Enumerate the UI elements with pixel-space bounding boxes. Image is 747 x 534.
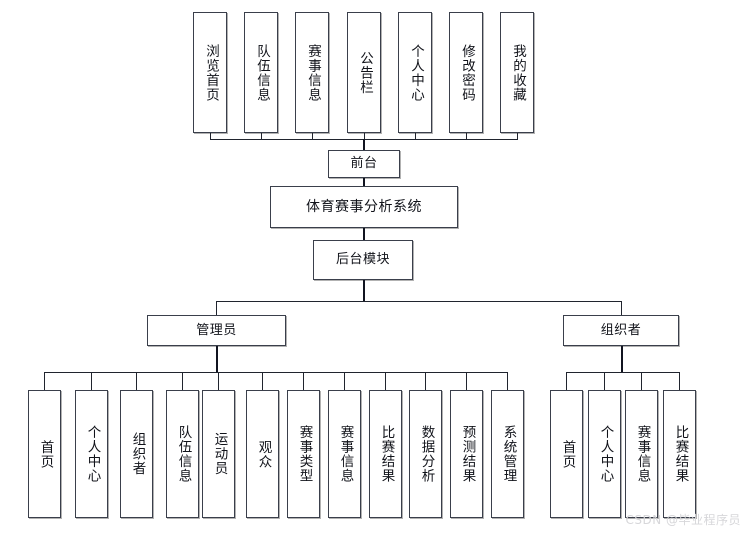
connector-line bbox=[517, 133, 518, 139]
admin-item-label: 赛事类型 bbox=[296, 425, 313, 483]
backend-node-label: 后台模块 bbox=[335, 252, 390, 268]
admin-item-box[interactable]: 运动员 bbox=[202, 390, 235, 518]
admin-item-box[interactable]: 首页 bbox=[28, 390, 61, 518]
frontend-item-label: 修改密码 bbox=[458, 43, 475, 102]
connector-line bbox=[604, 372, 605, 390]
system-root-box[interactable]: 体育赛事分析系统 bbox=[270, 186, 458, 228]
frontend-item-label: 赛事信息 bbox=[304, 43, 321, 102]
connector-line bbox=[566, 372, 567, 390]
connector-line bbox=[415, 133, 416, 139]
frontend-item-label: 个人中心 bbox=[407, 43, 424, 102]
admin-item-label: 组织者 bbox=[129, 432, 146, 476]
organizer-item-box[interactable]: 赛事信息 bbox=[625, 390, 658, 518]
connector-line bbox=[303, 372, 304, 390]
connector-line bbox=[507, 372, 508, 390]
connector-line bbox=[641, 372, 642, 390]
frontend-item-box[interactable]: 浏览首页 bbox=[193, 12, 227, 133]
connector-line bbox=[621, 346, 623, 372]
admin-item-box[interactable]: 个人中心 bbox=[75, 390, 108, 518]
organizer-item-label: 个人中心 bbox=[597, 425, 614, 483]
role-bus-line bbox=[216, 301, 622, 302]
role-label: 管理员 bbox=[196, 322, 237, 338]
connector-line bbox=[136, 372, 137, 390]
connector-line bbox=[466, 372, 467, 390]
role-box-admin[interactable]: 管理员 bbox=[147, 315, 286, 346]
frontend-item-box[interactable]: 修改密码 bbox=[449, 12, 483, 133]
connector-line bbox=[363, 139, 365, 150]
frontend-item-box[interactable]: 我的收藏 bbox=[500, 12, 534, 133]
connector-line bbox=[312, 133, 313, 139]
frontend-node-label: 前台 bbox=[350, 156, 378, 172]
frontend-item-box[interactable]: 队伍信息 bbox=[244, 12, 278, 133]
admin-item-label: 预测结果 bbox=[459, 425, 476, 483]
admin-item-label: 观众 bbox=[255, 439, 272, 469]
frontend-item-box[interactable]: 个人中心 bbox=[398, 12, 432, 133]
admin-item-box[interactable]: 数据分析 bbox=[409, 390, 442, 518]
connector-line bbox=[466, 133, 467, 139]
connector-line bbox=[385, 372, 386, 390]
connector-line bbox=[363, 178, 365, 186]
admin-item-label: 数据分析 bbox=[418, 425, 435, 483]
role-label: 组织者 bbox=[600, 322, 642, 338]
frontend-item-box[interactable]: 赛事信息 bbox=[295, 12, 329, 133]
admin-item-box[interactable]: 比赛结果 bbox=[369, 390, 402, 518]
organizer-item-box[interactable]: 首页 bbox=[550, 390, 583, 518]
frontend-item-box[interactable]: 公告栏 bbox=[347, 12, 381, 133]
organizer-bus-line bbox=[566, 372, 680, 373]
watermark-text: CSDN @毕业程序员 bbox=[625, 513, 741, 527]
frontend-item-label: 队伍信息 bbox=[253, 43, 270, 102]
connector-line bbox=[679, 372, 680, 390]
frontend-item-label: 浏览首页 bbox=[202, 43, 219, 102]
admin-item-box[interactable]: 系统管理 bbox=[491, 390, 524, 518]
connector-line bbox=[363, 228, 365, 240]
connector-line bbox=[216, 301, 217, 315]
connector-line bbox=[182, 372, 183, 390]
admin-item-label: 比赛结果 bbox=[378, 425, 395, 483]
admin-item-label: 系统管理 bbox=[500, 425, 517, 483]
connector-line bbox=[364, 133, 365, 139]
organizer-item-label: 赛事信息 bbox=[634, 425, 651, 483]
role-box-organizer[interactable]: 组织者 bbox=[563, 315, 679, 346]
frontend-node-box[interactable]: 前台 bbox=[328, 150, 400, 178]
admin-item-box[interactable]: 队伍信息 bbox=[166, 390, 199, 518]
organizer-item-label: 首页 bbox=[559, 439, 576, 469]
organizer-item-box[interactable]: 个人中心 bbox=[588, 390, 621, 518]
connector-line bbox=[262, 372, 263, 390]
system-root-label: 体育赛事分析系统 bbox=[306, 198, 422, 215]
connector-line bbox=[425, 372, 426, 390]
admin-item-label: 个人中心 bbox=[84, 425, 101, 483]
frontend-item-label: 公告栏 bbox=[356, 50, 373, 95]
connector-line bbox=[363, 280, 365, 301]
connector-line bbox=[344, 372, 345, 390]
connector-line bbox=[91, 372, 92, 390]
admin-item-label: 首页 bbox=[37, 439, 54, 469]
admin-item-label: 运动员 bbox=[211, 432, 228, 476]
admin-item-box[interactable]: 赛事信息 bbox=[328, 390, 361, 518]
connector-line bbox=[44, 372, 45, 390]
connector-line bbox=[621, 301, 622, 315]
admin-item-label: 队伍信息 bbox=[175, 425, 192, 483]
organizer-item-label: 比赛结果 bbox=[672, 425, 689, 483]
connector-line bbox=[218, 372, 219, 390]
organizer-item-box[interactable]: 比赛结果 bbox=[663, 390, 696, 518]
backend-node-box[interactable]: 后台模块 bbox=[313, 240, 413, 280]
connector-line bbox=[261, 133, 262, 139]
admin-item-box[interactable]: 预测结果 bbox=[450, 390, 483, 518]
admin-item-box[interactable]: 观众 bbox=[246, 390, 279, 518]
admin-item-box[interactable]: 赛事类型 bbox=[287, 390, 320, 518]
frontend-item-label: 我的收藏 bbox=[509, 43, 526, 102]
connector-line bbox=[216, 346, 218, 372]
admin-bus-line bbox=[44, 372, 508, 373]
connector-line bbox=[210, 133, 211, 139]
admin-item-box[interactable]: 组织者 bbox=[120, 390, 153, 518]
admin-item-label: 赛事信息 bbox=[337, 425, 354, 483]
